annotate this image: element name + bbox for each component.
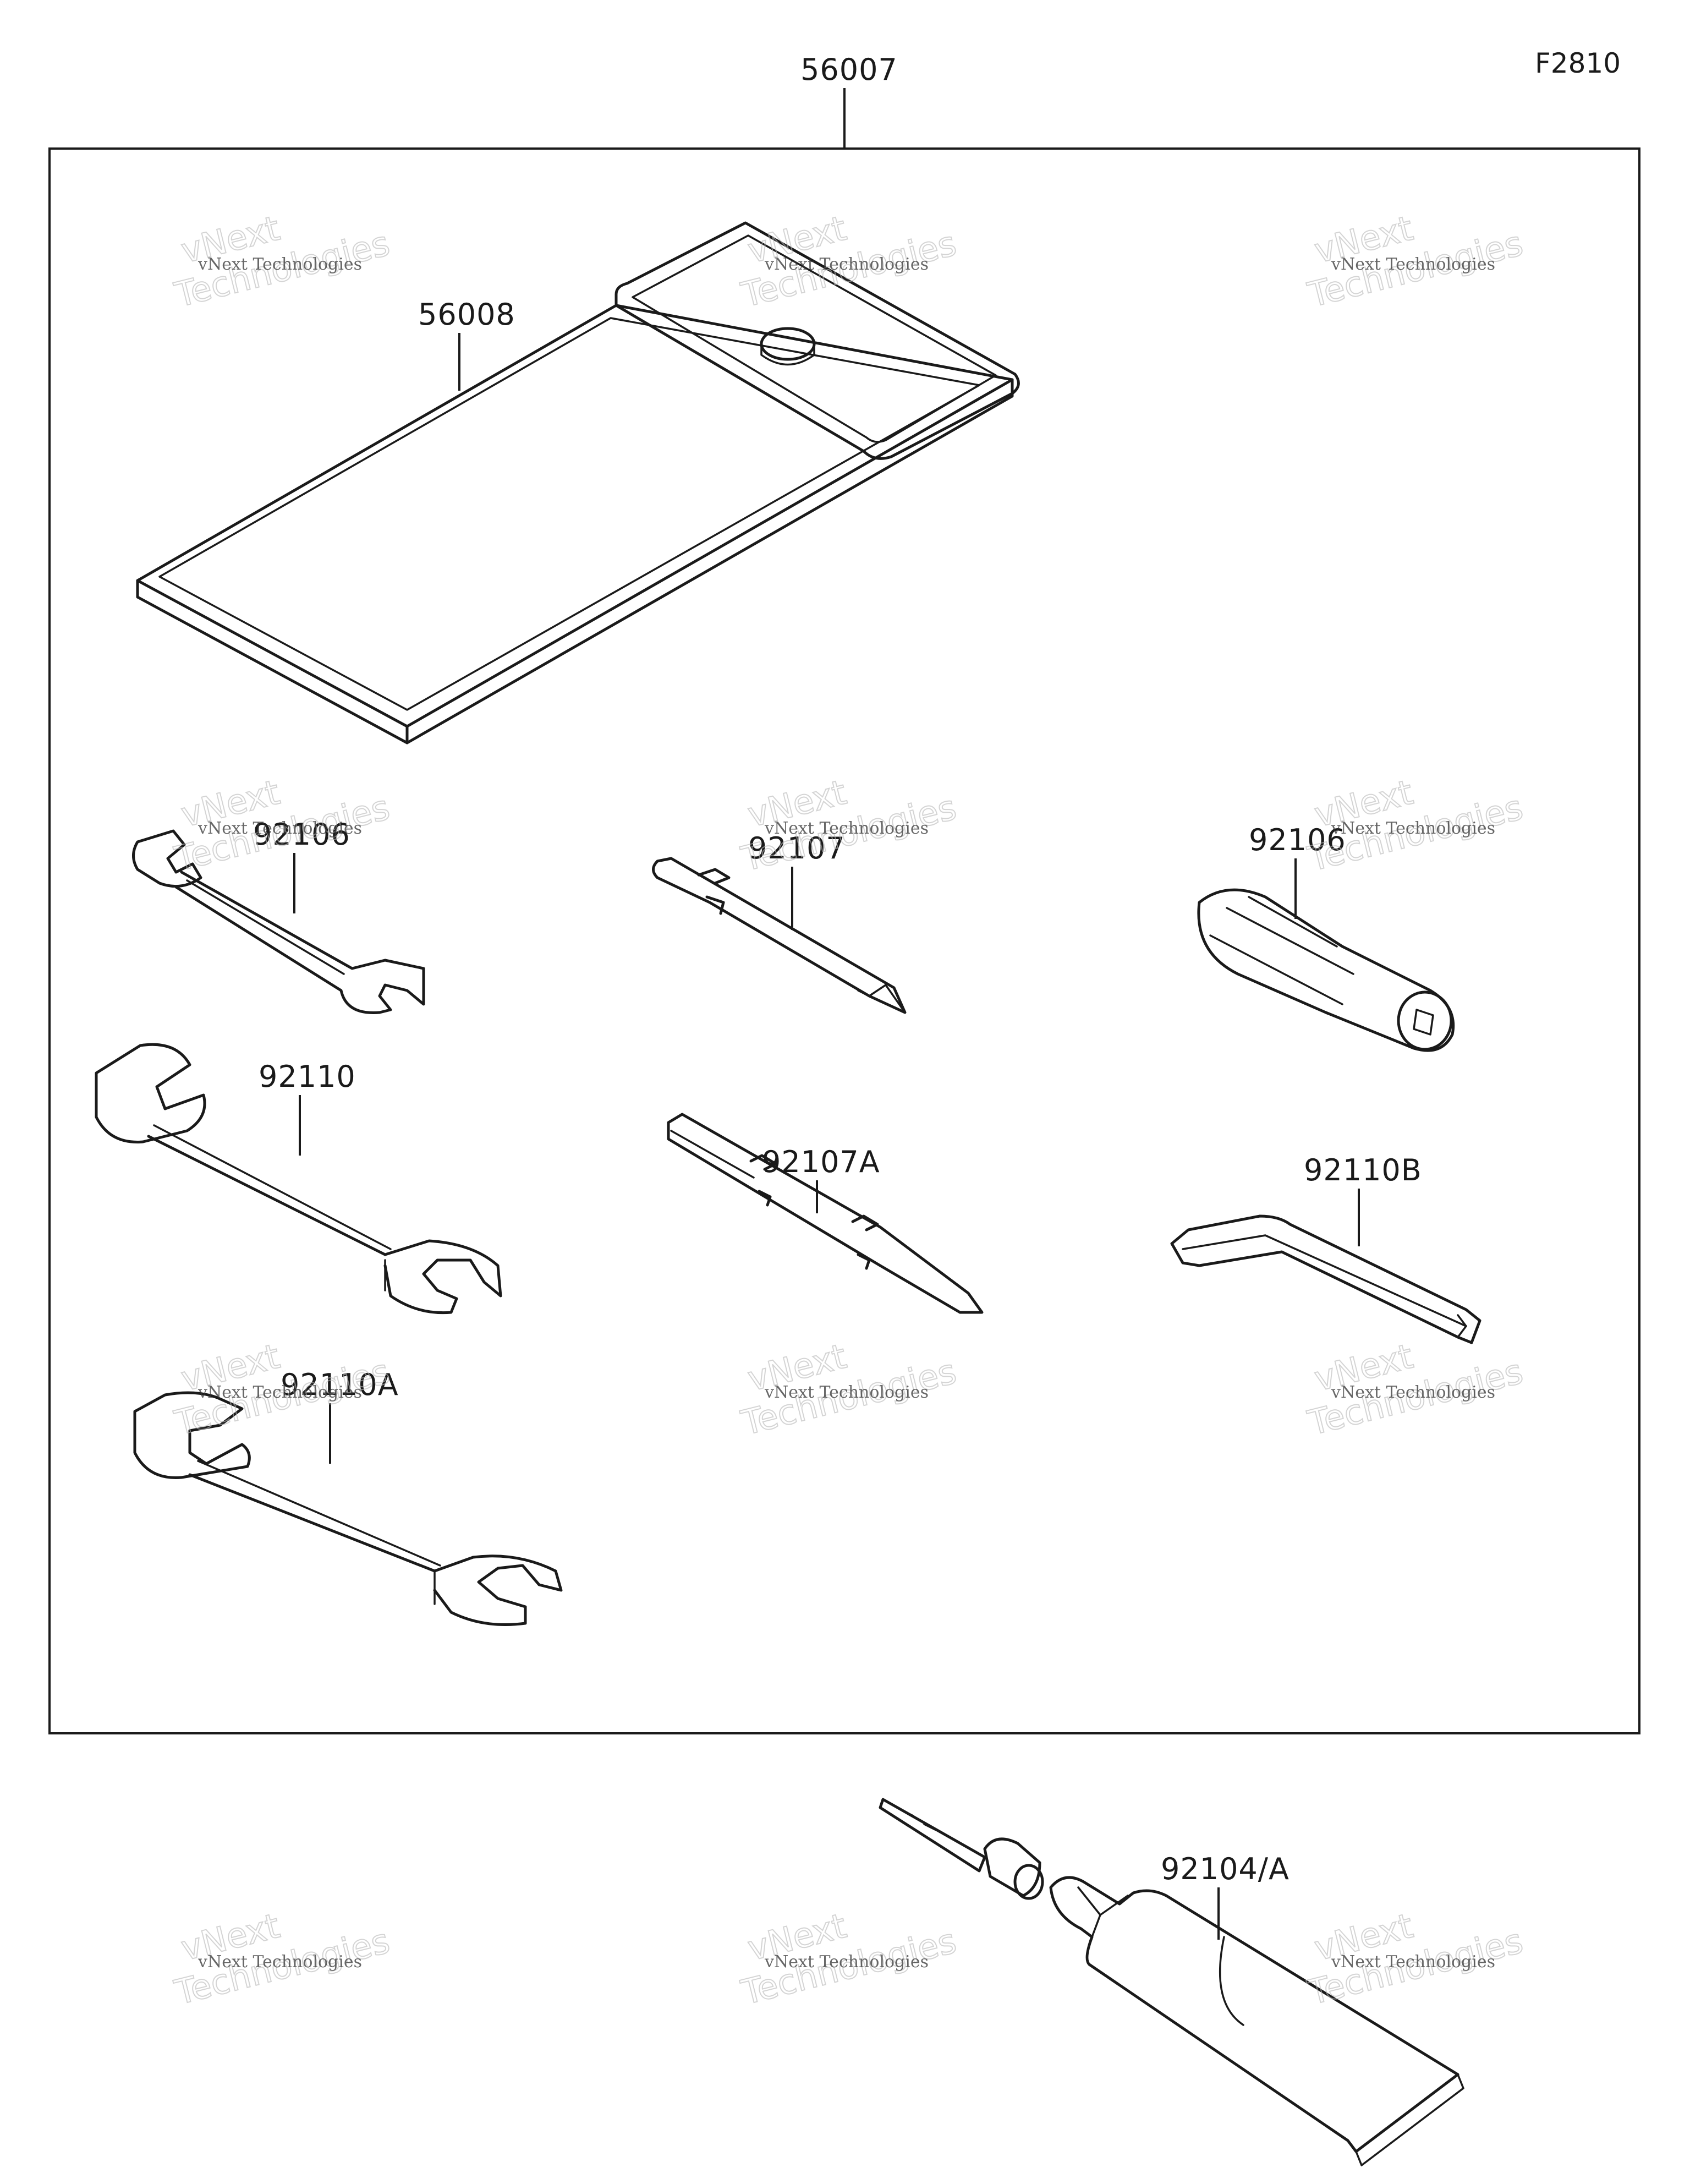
- double-open-wrench-illustration: [133, 1391, 563, 1626]
- svg-text:vNext Technologies: vNext Technologies: [1331, 819, 1495, 838]
- watermark: vNext Technologies vNext Technologies: [737, 1335, 961, 1444]
- tool-bag-illustration: [136, 221, 1020, 745]
- part-label-92106-wrench: 92106: [253, 817, 350, 852]
- part-label-92110A: 92110A: [281, 1367, 399, 1402]
- watermark: vNext Technologies vNext Technologies: [170, 207, 394, 316]
- svg-text:vNext Technologies: vNext Technologies: [1331, 255, 1495, 274]
- svg-text:vNext Technologies: vNext Technologies: [764, 1383, 929, 1402]
- screwdriver-bit-illustration: [652, 857, 907, 1014]
- svg-text:vNext Technologies: vNext Technologies: [1331, 1383, 1495, 1402]
- watermark: vNext Technologies vNext Technologies: [1303, 1905, 1527, 2013]
- part-label-92107: 92107: [748, 831, 846, 866]
- watermark: vNext Technologies vNext Technologies: [170, 1335, 394, 1444]
- part-label-56008: 56008: [418, 297, 515, 332]
- watermark: vNext Technologies vNext Technologies: [1303, 207, 1527, 316]
- part-label-92110B: 92110B: [1304, 1153, 1422, 1187]
- watermark: vNext Technologies vNext Technologies: [170, 771, 394, 880]
- double-screwdriver-bit-illustration: [667, 1113, 984, 1314]
- hex-key-illustration: [1170, 1214, 1482, 1344]
- svg-text:vNext Technologies: vNext Technologies: [1331, 1952, 1495, 1972]
- part-label-92106-handle: 92106: [1249, 823, 1346, 857]
- grease-tube-illustration: [879, 1798, 1464, 2166]
- watermark: vNext Technologies vNext Technologies: [1303, 771, 1527, 880]
- watermark: vNext Technologies vNext Technologies: [170, 1905, 394, 2013]
- svg-text:vNext Technologies: vNext Technologies: [764, 1952, 929, 1972]
- svg-text:vNext Technologies: vNext Technologies: [764, 255, 929, 274]
- svg-text:vNext Technologies: vNext Technologies: [197, 1952, 362, 1972]
- figure-code: F2810: [1535, 47, 1621, 79]
- screwdriver-handle-illustration: [1197, 888, 1455, 1052]
- small-wrench-illustration: [132, 829, 425, 1014]
- svg-text:vNext Technologies: vNext Technologies: [764, 819, 929, 838]
- watermark: vNext Technologies vNext Technologies: [737, 1905, 961, 2013]
- part-label-92104A: 92104/A: [1161, 1852, 1290, 1886]
- part-label-92107A: 92107A: [762, 1145, 880, 1179]
- watermark: vNext Technologies vNext Technologies: [737, 207, 961, 316]
- assembly-box: [48, 147, 1640, 1734]
- svg-text:vNext Technologies: vNext Technologies: [197, 1383, 362, 1402]
- assembly-part-number: 56007: [800, 52, 898, 87]
- svg-text:vNext Technologies: vNext Technologies: [197, 819, 362, 838]
- part-label-92110: 92110: [259, 1059, 356, 1094]
- large-wrench-illustration: [95, 1043, 502, 1315]
- watermark: vNext Technologies vNext Technologies: [1303, 1335, 1527, 1444]
- svg-text:vNext Technologies: vNext Technologies: [197, 255, 362, 274]
